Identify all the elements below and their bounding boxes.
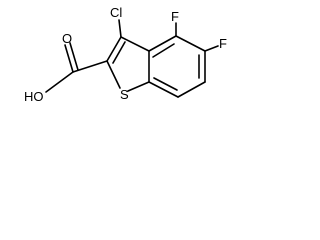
fluorine-5-label: F xyxy=(219,36,227,51)
bond-c7-c7a xyxy=(148,81,179,98)
bond-c7-c7a-inner xyxy=(153,77,178,91)
bond-c3-cl xyxy=(118,19,122,38)
bond-c5-f xyxy=(204,45,219,52)
bond-c2-c3-a xyxy=(106,36,122,62)
sulfur-label: S xyxy=(120,87,129,102)
bond-carbonyl-b xyxy=(69,42,79,71)
bond-c6-c7 xyxy=(177,81,206,98)
bond-carboxyl-oh xyxy=(45,71,74,93)
hydroxyl-label: HO xyxy=(24,89,44,104)
bond-c2-s xyxy=(106,60,121,89)
fluorine-4-label: F xyxy=(171,9,179,24)
bond-c3a-c4-inner xyxy=(152,43,175,58)
structure-diagram: Cl F F S HO O xyxy=(24,5,227,104)
bond-carbonyl-a xyxy=(64,44,74,73)
molecule-canvas: Cl F F S HO O xyxy=(0,0,250,132)
bond-c4-c5 xyxy=(175,35,206,52)
bond-c3-c3a xyxy=(120,36,150,52)
bond-c2-c3-b xyxy=(112,41,126,64)
chlorine-label: Cl xyxy=(110,5,122,20)
carbonyl-oxygen-label: O xyxy=(62,31,72,46)
bond-c3a-c4 xyxy=(148,35,177,52)
bond-s-c7a xyxy=(127,81,150,92)
